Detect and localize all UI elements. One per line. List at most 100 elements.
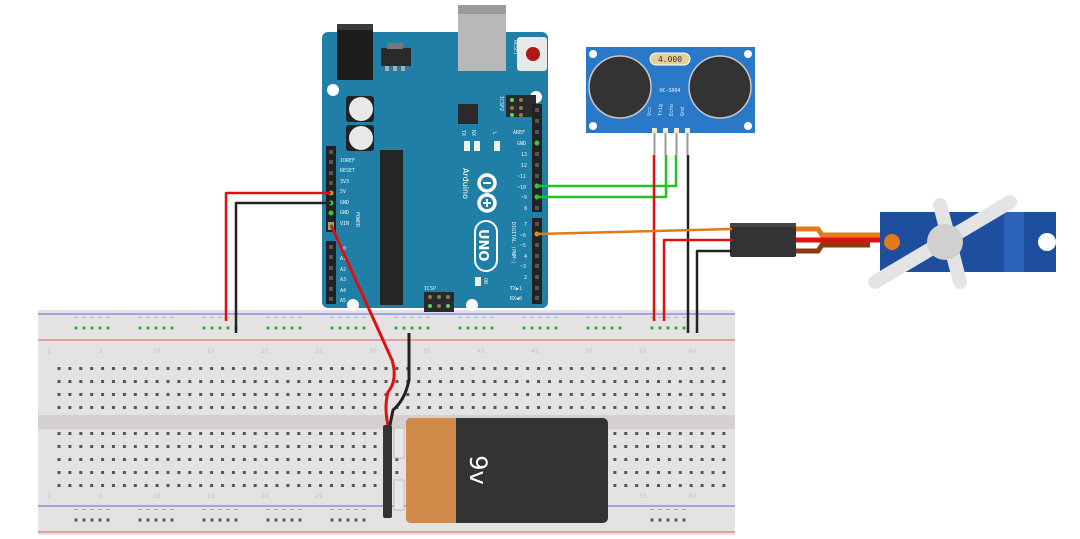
servo-mount-hole	[1038, 233, 1056, 251]
sensor-pin-legs	[653, 133, 689, 155]
wires	[224, 155, 733, 426]
l-led	[494, 141, 500, 151]
on-label: ON	[482, 278, 488, 284]
ultrasonic-sensor: 4.000 HC-SR04 Vcc Trig Echo Gnd	[586, 47, 755, 155]
servo-motor	[730, 195, 1056, 289]
servo-horn[interactable]	[868, 195, 1017, 289]
a5-label: A5	[340, 298, 346, 304]
sensor-mount-hole	[589, 50, 597, 58]
wire-gnd-black[interactable]	[234, 201, 331, 333]
battery-cap-edge	[450, 418, 456, 523]
a1-label: A1	[340, 256, 346, 262]
arduino-logo	[477, 173, 497, 213]
battery-cap	[406, 418, 456, 523]
aref-label: AREF	[513, 130, 525, 136]
col-num: 10	[153, 348, 161, 355]
mounting-hole	[466, 299, 478, 311]
pin4-label: 4	[524, 254, 527, 260]
on-led	[475, 277, 481, 286]
sensor-pin	[685, 128, 690, 133]
wire-servo-power-red[interactable]	[662, 238, 732, 321]
servo-connector	[730, 223, 796, 257]
servo-cable-entry	[884, 234, 900, 250]
arduino-uno: RESET ICSP2 TX RX L	[322, 5, 548, 312]
column-numbers-top: 1 5 10 15 20 25 30 35 40 45 50 55 60	[47, 348, 697, 355]
pin6-label: ~6	[520, 233, 526, 239]
gnd2-label: GND	[340, 210, 349, 216]
analog-header	[326, 241, 336, 304]
atmega-chip	[380, 150, 403, 305]
column-numbers-bottom: 1 5 10 15 20 25 55 60	[47, 493, 697, 500]
arduino-board	[322, 32, 548, 308]
col-num: 1	[47, 348, 51, 355]
battery-terminal	[393, 427, 405, 459]
regulator-pin	[385, 66, 389, 71]
col-num: 40	[477, 348, 485, 355]
power-label: POWER	[354, 212, 360, 228]
mounting-hole	[327, 84, 339, 96]
echo-pin-label: Echo	[669, 104, 675, 116]
sensor-pin	[652, 128, 657, 133]
pin0-label: RX◀0	[510, 296, 522, 302]
power-header	[326, 146, 336, 232]
wire-servo-signal-orange[interactable]	[536, 227, 733, 236]
col-num: 20	[261, 493, 269, 500]
servo-cable	[795, 226, 882, 238]
battery-snap	[383, 425, 392, 518]
wire-servo-ground-black[interactable]	[695, 249, 732, 333]
capacitor	[346, 96, 374, 122]
capacitor	[346, 125, 374, 151]
digital-header-top	[532, 104, 542, 212]
sensor-pin	[674, 128, 679, 133]
tx-led	[464, 141, 470, 151]
wire-vin-red[interactable]	[329, 224, 396, 426]
icsp-pin	[446, 295, 450, 299]
rx-label: RX	[470, 130, 476, 136]
pin9-label: ~9	[521, 195, 527, 201]
pin8-label: 8	[524, 206, 527, 212]
icsp2-pin	[510, 106, 514, 110]
crystal-label: 4.000	[658, 55, 682, 64]
sensor-mount-hole	[744, 50, 752, 58]
3v3-label: 3V3	[340, 179, 349, 185]
tx-label: TX	[460, 130, 466, 136]
pin5-label: ~5	[520, 243, 526, 249]
icsp2-pin	[510, 98, 514, 102]
pin10-label: ~10	[517, 185, 526, 191]
servo-connector-top	[730, 223, 796, 227]
5v-label: 5V	[340, 189, 346, 195]
analog-header-pins	[329, 245, 333, 301]
ioref-label: IOREF	[340, 158, 355, 164]
terminal-strip-top	[50, 357, 726, 422]
col-num: 10	[153, 493, 161, 500]
sensor-pin	[663, 128, 668, 133]
gnd-pin-label: Gnd	[680, 107, 686, 116]
gnd-label: GND	[340, 200, 349, 206]
top-rail-holes	[74, 317, 690, 337]
usb-port-top	[458, 5, 506, 14]
digital-gnd-label: GND	[517, 141, 526, 147]
col-num: 55	[639, 493, 647, 500]
sensor-crystal	[649, 52, 691, 66]
wire-trig-green[interactable]	[537, 155, 678, 188]
sensor-mount-hole	[744, 122, 752, 130]
l-label: L	[491, 132, 497, 135]
icsp2-label: ICSP2	[498, 96, 504, 111]
wire-battery-black[interactable]	[388, 333, 411, 426]
uno-label: UNO	[475, 229, 490, 262]
vcc-pin-label: Vcc	[647, 107, 653, 116]
wire-5v-red[interactable]	[224, 191, 331, 321]
battery-terminal	[393, 479, 405, 511]
col-num: 20	[261, 348, 269, 355]
icsp2-pin	[519, 113, 523, 117]
regulator-pin	[401, 66, 405, 71]
pin11-label: ~11	[517, 174, 526, 180]
sensor-model-label: HC-SR04	[659, 88, 680, 94]
reset-button[interactable]	[517, 37, 547, 71]
col-num: 5	[99, 493, 103, 500]
col-num: 25	[315, 493, 323, 500]
wire-echo-green[interactable]	[537, 155, 668, 199]
bottom-rail-holes	[74, 509, 690, 529]
sensor-mount-hole	[589, 122, 597, 130]
